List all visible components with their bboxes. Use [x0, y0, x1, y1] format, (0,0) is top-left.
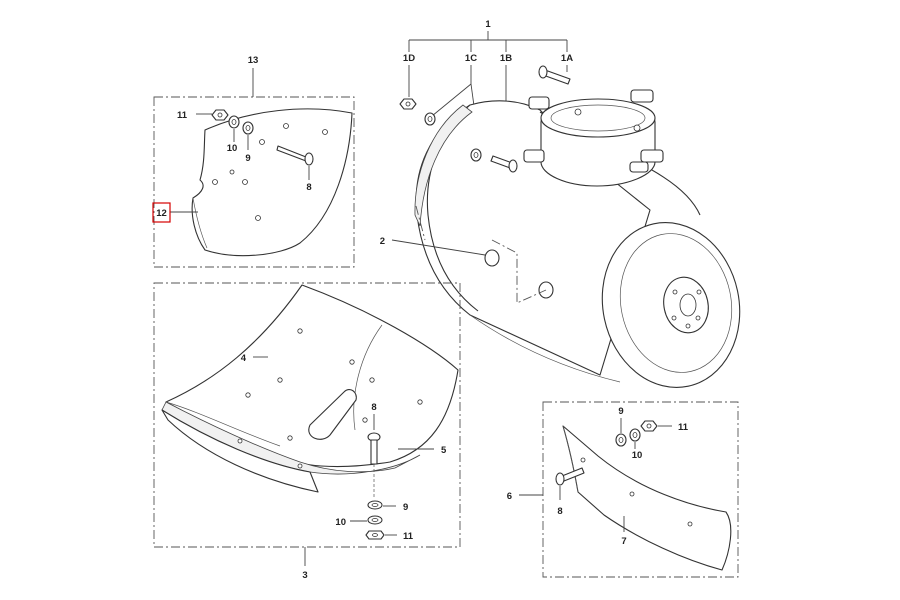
- kit-6-boundary: [542, 401, 739, 578]
- callout-1B[interactable]: 1B: [500, 53, 512, 64]
- kit-13-nut-11[interactable]: [211, 109, 229, 121]
- part-4-liner[interactable]: [165, 284, 459, 468]
- kit-3-washer-9[interactable]: [367, 500, 383, 510]
- callout-6[interactable]: 6: [507, 491, 512, 502]
- callout-6-11[interactable]: 11: [678, 422, 689, 433]
- callout-1[interactable]: 1: [485, 19, 491, 30]
- part-12-highlight: [152, 202, 171, 223]
- callout-13-11[interactable]: 11: [177, 110, 188, 121]
- part-1A-bolt[interactable]: [538, 65, 571, 85]
- kit-13-group: 13 11 10 9: [152, 55, 355, 268]
- callout-13[interactable]: 13: [248, 55, 259, 66]
- kit-13-washer-9[interactable]: [242, 121, 254, 135]
- callout-13-8[interactable]: 8: [306, 182, 311, 193]
- callout-3[interactable]: 3: [302, 570, 307, 581]
- callout-13-9[interactable]: 9: [245, 153, 250, 164]
- kit-13-washer-10[interactable]: [228, 115, 240, 129]
- kit-13-bolt-8[interactable]: [276, 145, 314, 166]
- callout-1C[interactable]: 1C: [465, 53, 477, 64]
- part-1B-bolt[interactable]: [490, 155, 518, 173]
- callout-13-10[interactable]: 10: [227, 143, 238, 154]
- callout-12[interactable]: 12: [156, 208, 167, 219]
- callout-3-9[interactable]: 9: [403, 502, 408, 513]
- callout-6-9[interactable]: 9: [618, 406, 623, 417]
- kit-3-washer-10[interactable]: [367, 515, 383, 525]
- callout-2[interactable]: 2: [380, 236, 385, 247]
- callout-5[interactable]: 5: [441, 445, 447, 456]
- callout-3-8[interactable]: 8: [371, 402, 376, 413]
- callout-7[interactable]: 7: [621, 536, 626, 547]
- part-1C-washer[interactable]: [424, 112, 482, 162]
- kit-6-group: 6 9 10 11 8 7: [507, 401, 739, 578]
- tube-clamp-right: [629, 89, 664, 173]
- callout-1A[interactable]: 1A: [561, 53, 573, 64]
- kit-3-group: 3: [153, 282, 461, 581]
- drum-assembly: 1 1D 1C 1B 1A: [380, 19, 741, 388]
- kit-3-bolt-8[interactable]: [367, 432, 381, 465]
- callout-3-11[interactable]: 11: [403, 531, 414, 542]
- callout-3-10[interactable]: 10: [335, 517, 346, 528]
- part-1D-nut[interactable]: [399, 98, 417, 110]
- kit-3-nut-11[interactable]: [365, 530, 385, 540]
- callout-4[interactable]: 4: [241, 353, 247, 364]
- kit-13-boundary: [153, 96, 355, 268]
- callout-6-10[interactable]: 10: [632, 450, 643, 461]
- callout-6-8[interactable]: 8: [557, 506, 562, 517]
- tube-clamp-left: [523, 96, 550, 163]
- kit-3-boundary: [153, 282, 461, 548]
- kit-6-nut-11[interactable]: [640, 420, 658, 432]
- callout-1D[interactable]: 1D: [403, 53, 415, 64]
- part-12-cover[interactable]: [191, 108, 353, 257]
- kit-6-bolt-8[interactable]: [555, 467, 585, 486]
- drum-side-strip: [414, 104, 473, 227]
- kit-6-washer-9[interactable]: [615, 433, 627, 447]
- part-7-strip[interactable]: [562, 425, 732, 571]
- kit-6-washer-10[interactable]: [629, 428, 641, 442]
